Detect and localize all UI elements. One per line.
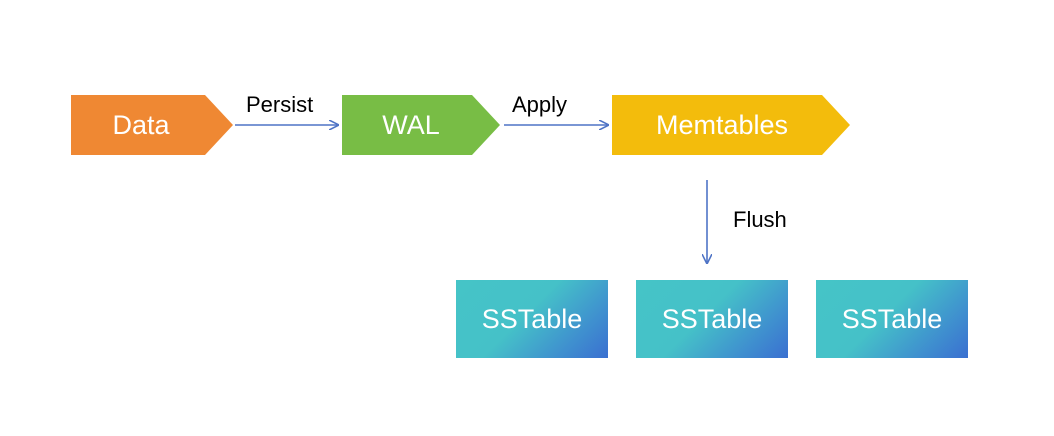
persist-label: Persist — [246, 92, 314, 117]
flush-label: Flush — [733, 207, 787, 232]
sstable-label: SSTable — [661, 303, 763, 334]
data-node-shape — [71, 95, 233, 155]
wal-node-label: WAL — [382, 110, 440, 140]
sstable-label: SSTable — [481, 303, 583, 334]
sstable-block: SSTable — [456, 280, 608, 358]
sstable-block: SSTable — [816, 280, 968, 358]
wal-node-shape — [342, 95, 500, 155]
memtables-node-shape — [612, 95, 850, 155]
sstable-block: SSTable — [636, 280, 788, 358]
apply-label: Apply — [512, 92, 568, 117]
data-node-label: Data — [112, 110, 170, 140]
memtables-node-label: Memtables — [655, 110, 789, 140]
sstable-label: SSTable — [841, 303, 943, 334]
